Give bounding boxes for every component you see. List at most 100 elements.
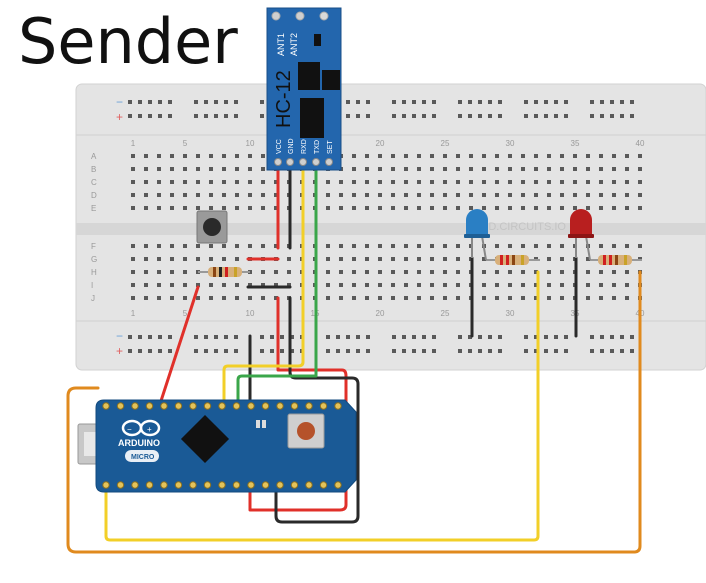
breadboard-hole (196, 154, 200, 158)
breadboard-hole (586, 167, 590, 171)
breadboard-hole (573, 193, 577, 197)
breadboard-hole (599, 180, 603, 184)
breadboard-hole (612, 283, 616, 287)
hc12-pin-holes (274, 158, 333, 166)
breadboard-hole (508, 167, 512, 171)
breadboard-hole (599, 193, 603, 197)
breadboard-hole (196, 244, 200, 248)
breadboard-hole (456, 257, 460, 261)
breadboard-hole (391, 154, 395, 158)
breadboard-hole (495, 206, 499, 210)
arduino-pin (174, 481, 183, 489)
rail-hole (498, 114, 502, 118)
breadboard-hole (365, 193, 369, 197)
arduino-pin (319, 481, 328, 489)
breadboard-hole (612, 244, 616, 248)
breadboard-hole (482, 270, 486, 274)
breadboard-hole (443, 296, 447, 300)
rail-hole (488, 335, 492, 339)
breadboard-hole (586, 154, 590, 158)
breadboard-hole (365, 180, 369, 184)
breadboard-hole (287, 270, 291, 274)
arduino-pin (232, 402, 241, 410)
breadboard-hole (326, 270, 330, 274)
label-ant1: ANT1 (276, 33, 286, 56)
rail-hole (534, 100, 538, 104)
breadboard-hole (612, 180, 616, 184)
breadboard-hole (248, 206, 252, 210)
arduino-pin (247, 402, 255, 410)
breadboard-hole (469, 180, 473, 184)
breadboard-hole (625, 193, 629, 197)
svg-text:−: − (127, 425, 132, 434)
breadboard-hole (378, 154, 382, 158)
resistor-blue-led (486, 255, 540, 265)
breadboard-hole (391, 167, 395, 171)
breadboard-hole (586, 206, 590, 210)
rail-hole (544, 114, 548, 118)
breadboard-hole (144, 257, 148, 261)
rail-hole (224, 100, 228, 104)
breadboard-hole (482, 257, 486, 261)
breadboard-hole (352, 270, 356, 274)
breadboard-hole (417, 270, 421, 274)
push-button (196, 210, 228, 244)
wire-red-button-arduino (158, 285, 200, 406)
row-label: F (91, 242, 96, 251)
breadboard-hole (209, 296, 213, 300)
column-label: 10 (246, 139, 255, 148)
rail-hole (224, 335, 228, 339)
breadboard-hole (196, 257, 200, 261)
breadboard-hole (560, 193, 564, 197)
breadboard-hole (157, 180, 161, 184)
breadboard-hole (144, 154, 148, 158)
rail-hole (402, 100, 406, 104)
wire-yellow-blue-led (104, 270, 540, 542)
breadboard-hole (196, 206, 200, 210)
breadboard-hole (157, 244, 161, 248)
svg-text:+: + (147, 425, 152, 434)
rail-hole (544, 349, 548, 353)
breadboard-hole (404, 283, 408, 287)
arduino-pin (160, 481, 168, 489)
rail-hole (620, 114, 624, 118)
breadboard-hole (508, 180, 512, 184)
breadboard-hole (508, 206, 512, 210)
breadboard-hole (599, 154, 603, 158)
breadboard-hole (157, 193, 161, 197)
rail-hole (630, 349, 634, 353)
rail-hole (478, 335, 482, 339)
breadboard-hole (638, 180, 642, 184)
hc12-pin-label: SET (327, 140, 334, 154)
breadboard-hole (144, 296, 148, 300)
hc12-chip-main (300, 98, 324, 138)
arduino-pin (102, 402, 110, 410)
column-label: 20 (376, 139, 385, 148)
breadboard-hole (209, 154, 213, 158)
breadboard-hole (157, 167, 161, 171)
rail-hole (478, 114, 482, 118)
rail-hole (590, 349, 594, 353)
arduino-pin (203, 402, 212, 410)
hc12-antenna-holes (271, 11, 329, 21)
rail-hole (478, 100, 482, 104)
column-label: 5 (183, 309, 188, 318)
breadboard-hole (495, 193, 499, 197)
breadboard-hole (287, 283, 291, 287)
breadboard-hole (391, 206, 395, 210)
breadboard-hole (222, 154, 226, 158)
breadboard-hole (482, 193, 486, 197)
breadboard-hole (183, 167, 187, 171)
breadboard-hole (339, 257, 343, 261)
breadboard-hole (391, 244, 395, 248)
rail-hole (158, 335, 162, 339)
breadboard-hole (560, 167, 564, 171)
antenna-hole (271, 11, 281, 21)
breadboard-hole (365, 244, 369, 248)
row-label: H (91, 268, 97, 277)
breadboard-hole (625, 296, 629, 300)
breadboard-hole (456, 296, 460, 300)
breadboard-hole (495, 270, 499, 274)
breadboard-hole (521, 270, 525, 274)
rail-hole (600, 114, 604, 118)
